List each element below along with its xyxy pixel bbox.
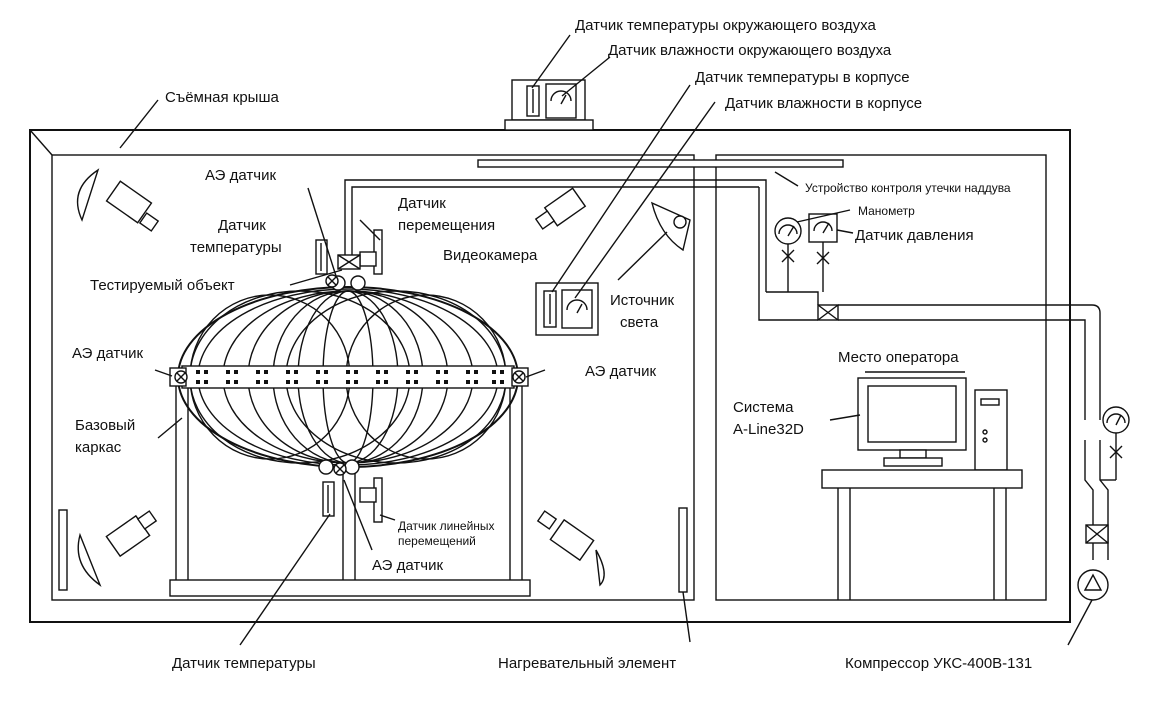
- label-displacement-sensor-2: перемещения: [398, 217, 495, 234]
- ambient-sensor-box: [504, 79, 594, 131]
- heating-element-right: [678, 507, 688, 593]
- heating-element-left: [58, 509, 68, 591]
- label-temp-sensor-top-2: температуры: [190, 239, 282, 256]
- video-camera-icon: [77, 510, 158, 587]
- label-linear-displacement-2: перемещений: [398, 534, 476, 548]
- leader-lines: [119, 34, 1093, 646]
- label-base-frame-2: каркас: [75, 439, 122, 456]
- compressor-icon: [1077, 569, 1109, 601]
- air-pipeline: [337, 179, 1109, 560]
- video-camera-icon: [76, 168, 160, 232]
- video-camera-icon: [534, 187, 587, 230]
- label-ae-sensor-bottom: АЭ датчик: [372, 557, 443, 574]
- compressor-valve: [1085, 524, 1109, 544]
- label-linear-displacement-1: Датчик линейных: [398, 519, 495, 533]
- text-labels: Датчик температуры окружающего воздуха Д…: [72, 17, 1032, 672]
- compressor-gauge: [1100, 406, 1130, 481]
- manometer-gauge: [774, 217, 802, 292]
- label-heating-element: Нагревательный элемент: [498, 655, 676, 672]
- leak-control-rail: [477, 159, 844, 168]
- label-system-1: Система: [733, 399, 794, 416]
- thermometer-icon: [322, 481, 335, 517]
- label-ae-sensor-left: АЭ датчик: [72, 345, 143, 362]
- label-manometer: Манометр: [858, 204, 915, 218]
- operator-room: [715, 154, 1047, 601]
- tested-object: [177, 275, 519, 475]
- label-ae-sensor-top: АЭ датчик: [205, 167, 276, 184]
- spotlight-icon: [650, 201, 691, 252]
- label-temp-sensor-bottom: Датчик температуры: [172, 655, 316, 672]
- ae-sensor-top: [325, 274, 339, 288]
- label-displacement-sensor-1: Датчик: [398, 195, 446, 212]
- label-system-2: A-Line32D: [733, 421, 804, 438]
- label-case-temp-sensor: Датчик температуры в корпусе: [695, 69, 910, 86]
- label-case-humidity-sensor: Датчик влажности в корпусе: [725, 95, 922, 112]
- label-light-source-2: света: [620, 314, 659, 331]
- label-ambient-temp-sensor: Датчик температуры окружающего воздуха: [575, 17, 876, 34]
- label-temp-sensor-top-1: Датчик: [218, 217, 266, 234]
- ae-sensor-left: [169, 367, 188, 387]
- case-sensor-box: [535, 282, 599, 336]
- ae-sensor-right: [511, 367, 529, 387]
- label-operator-place: Место оператора: [838, 349, 959, 366]
- label-pressure-sensor: Датчик давления: [855, 227, 974, 244]
- operator-workstation: [821, 371, 1023, 600]
- label-removable-roof: Съёмная крыша: [165, 89, 279, 106]
- label-base-frame-1: Базовый: [75, 417, 135, 434]
- label-leak-control-device: Устройство контроля утечки наддува: [805, 181, 1011, 195]
- label-ae-sensor-right: АЭ датчик: [585, 363, 656, 380]
- test-chamber: [51, 154, 695, 601]
- label-light-source-1: Источник: [610, 292, 674, 309]
- thermometer-icon: [315, 239, 328, 275]
- label-video-camera: Видеокамера: [443, 247, 538, 264]
- label-ambient-humidity-sensor: Датчик влажности окружающего воздуха: [608, 42, 892, 59]
- label-tested-object: Тестируемый объект: [90, 277, 235, 294]
- displacement-sensor-top: [359, 229, 383, 275]
- video-camera-icon: [536, 510, 605, 587]
- base-frame: [169, 384, 531, 597]
- label-compressor: Компрессор УКС-400В-131: [845, 655, 1032, 672]
- displacement-sensor-bottom: [359, 477, 383, 523]
- ae-sensor-bottom: [333, 462, 347, 476]
- pressure-sensor-gauge: [808, 213, 838, 292]
